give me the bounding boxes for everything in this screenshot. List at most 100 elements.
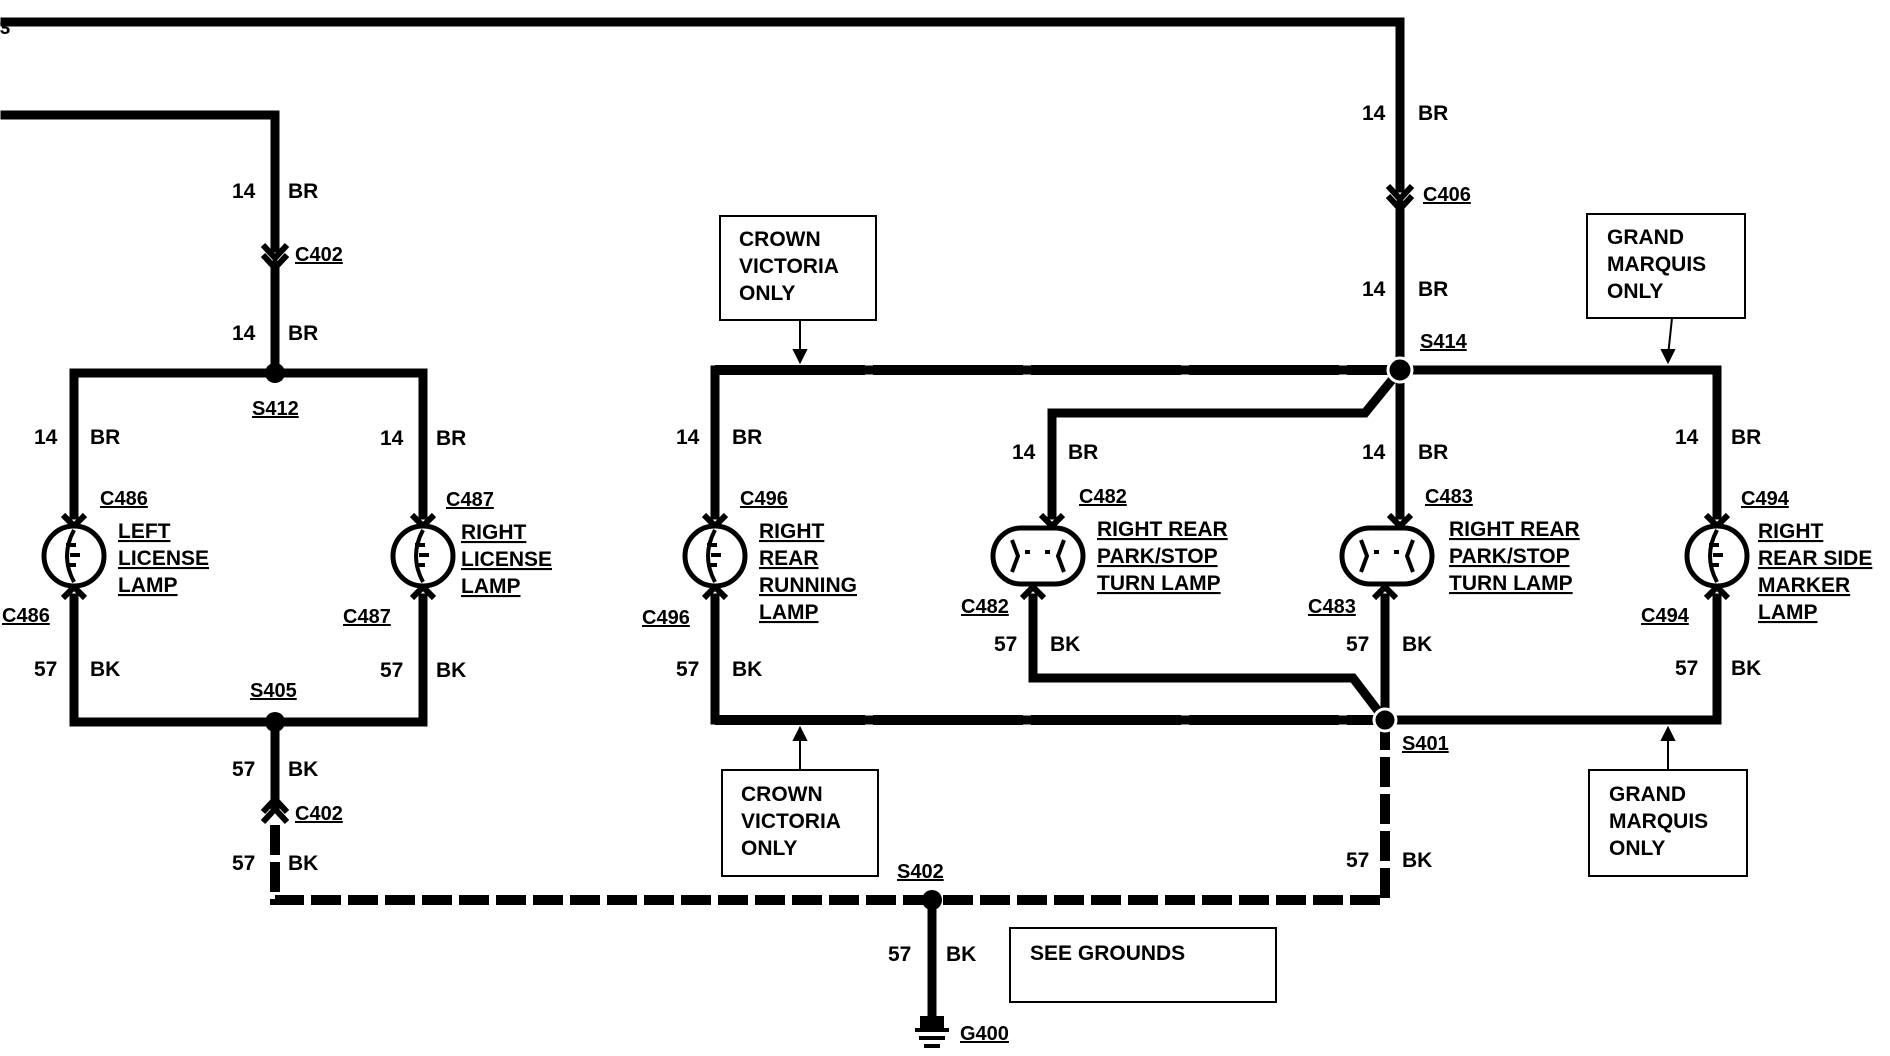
wire-c482-to-s401 xyxy=(1028,593,1392,727)
lamp-label-line: RIGHT xyxy=(461,521,527,544)
park-stop-c483-bulb-icon xyxy=(1339,525,1435,587)
lamp-label-line: TURN LAMP xyxy=(1097,572,1221,595)
splice-dots xyxy=(265,356,1414,910)
connector-label-c482-bottom: C482 xyxy=(961,596,1009,618)
c402-bottom-icon xyxy=(260,794,290,825)
connector-label-c483-bottom: C483 xyxy=(1308,596,1356,618)
lamp-label-line: LAMP xyxy=(1758,601,1818,624)
s405-dot xyxy=(265,712,285,732)
wire-end-markers: ƽ xyxy=(0,16,10,39)
wire-c486-to-s405 xyxy=(69,593,280,727)
wire-gauge-label: 57 xyxy=(34,658,57,681)
s401-dot xyxy=(1372,707,1398,733)
c402-top-icon xyxy=(260,242,290,273)
c483-bottom-icon xyxy=(1371,582,1399,601)
splice-label-s402: S402 xyxy=(897,861,944,883)
wire-color-label: BK xyxy=(1050,633,1080,656)
dashed-options xyxy=(715,365,1390,725)
splice-label-s405: S405 xyxy=(250,680,297,702)
lamp-label-line: RIGHT xyxy=(759,520,825,543)
wire-gauge-label: 57 xyxy=(888,943,911,966)
wire-left-feed xyxy=(0,110,280,253)
note-line: VICTORIA xyxy=(741,810,841,833)
connector-label-c494-top: C494 xyxy=(1741,488,1790,510)
wire-color-label: BR xyxy=(288,180,318,203)
note-line: ONLY xyxy=(741,837,797,860)
splice-label-s401: S401 xyxy=(1402,733,1449,755)
lamp-label-line: RUNNING xyxy=(759,574,857,597)
see-grounds-box xyxy=(1009,927,1277,1003)
note-line: ONLY xyxy=(1609,837,1665,860)
wire-gauge-label: 14 xyxy=(1362,278,1386,301)
wire-s414-bus-left xyxy=(710,365,1405,520)
wire-color-label: BK xyxy=(1731,657,1761,680)
wire-gauge-label: 14 xyxy=(380,427,404,450)
wire-gauge-label: 57 xyxy=(994,633,1017,656)
wire-color-label: BR xyxy=(90,426,120,449)
connector-label-c406: C406 xyxy=(1423,184,1471,206)
wire-gauge-label: 57 xyxy=(676,658,699,681)
lamp-label-line: LAMP xyxy=(759,601,819,624)
lamp-labels: LEFT LICENSE LAMP RIGHT LICENSE LAMP RIG… xyxy=(118,518,1872,624)
lamp-label-line: RIGHT REAR xyxy=(1449,518,1580,541)
connector-label-c483-top: C483 xyxy=(1425,486,1473,508)
wire-gauge-label: 57 xyxy=(1346,849,1369,872)
note-line: ONLY xyxy=(739,282,795,305)
wire-gauge-label: 14 xyxy=(34,426,58,449)
lamp-label-line: RIGHT REAR xyxy=(1097,518,1228,541)
wire-color-label: BK xyxy=(1402,633,1432,656)
wire-end-marker: ƽ xyxy=(0,16,10,39)
wire-gauge-label: 14 xyxy=(232,180,256,203)
lamp-label-line: LICENSE xyxy=(461,548,552,571)
wire-color-label: BR xyxy=(288,322,318,345)
connector-symbols xyxy=(60,183,1731,825)
lamp-label-line: TURN LAMP xyxy=(1449,572,1573,595)
lamp-label-line: LAMP xyxy=(461,575,521,598)
connector-labels: C402 C406 C402 C486 C486 C487 C487 C496 … xyxy=(2,184,1790,1045)
wire-color-label: BK xyxy=(288,758,318,781)
wire-c494-to-s401 xyxy=(1380,593,1722,725)
note-line: GRAND xyxy=(1609,783,1686,806)
wire-s414-to-c482 xyxy=(1047,363,1407,520)
lamp-label-line: PARK/STOP xyxy=(1097,545,1218,568)
ground-label-g400: G400 xyxy=(960,1023,1009,1045)
grand-marquis-top-box xyxy=(1586,213,1746,319)
left-license-bulb-icon xyxy=(41,523,107,589)
see-grounds-label: SEE GROUNDS xyxy=(1030,942,1185,965)
connector-label-c402-bottom: C402 xyxy=(295,803,343,825)
wire-s414-bus-right xyxy=(1395,365,1722,520)
park-stop-c482-bulb-icon xyxy=(990,525,1086,587)
wire-s412-right xyxy=(270,368,428,520)
wire-gauge-label: 14 xyxy=(232,322,256,345)
wire-color-label: BK xyxy=(90,658,120,681)
note-boxes xyxy=(719,213,1748,1003)
s402-dot xyxy=(922,890,942,910)
wire-color-label: BR xyxy=(1731,426,1761,449)
lamp-label-line: LAMP xyxy=(118,574,178,597)
wire-color-label: BK xyxy=(288,852,318,875)
splice-label-s414: S414 xyxy=(1420,331,1468,353)
wire-gauge-label: 57 xyxy=(380,659,403,682)
wire-gauge-label: 57 xyxy=(232,852,255,875)
lamp-label-line: MARKER xyxy=(1758,574,1850,597)
c406-icon xyxy=(1385,183,1415,214)
crown-victoria-top-box xyxy=(719,215,877,321)
wire-gauge-label: 57 xyxy=(1346,633,1369,656)
s412-dot xyxy=(265,363,285,383)
wire-gauge-label: 57 xyxy=(1675,657,1698,680)
note-line: CROWN xyxy=(739,228,821,251)
wire-gauge-label: 14 xyxy=(676,426,700,449)
note-line: VICTORIA xyxy=(739,255,839,278)
lamp-label-line: LEFT xyxy=(118,520,171,543)
note-line: ONLY xyxy=(1607,280,1663,303)
connector-label-c487-top: C487 xyxy=(446,489,494,511)
lamp-label-line: REAR xyxy=(759,547,819,570)
lamp-label-line: PARK/STOP xyxy=(1449,545,1570,568)
splice-label-s412: S412 xyxy=(252,398,299,420)
wire-gauge-label: 14 xyxy=(1362,102,1386,125)
lamp-label-line: LICENSE xyxy=(118,547,209,570)
lamp-label-line: RIGHT xyxy=(1758,520,1824,543)
note-texts: CROWN VICTORIA ONLY CROWN VICTORIA ONLY … xyxy=(739,226,1708,965)
connector-label-c496-top: C496 xyxy=(740,488,788,510)
